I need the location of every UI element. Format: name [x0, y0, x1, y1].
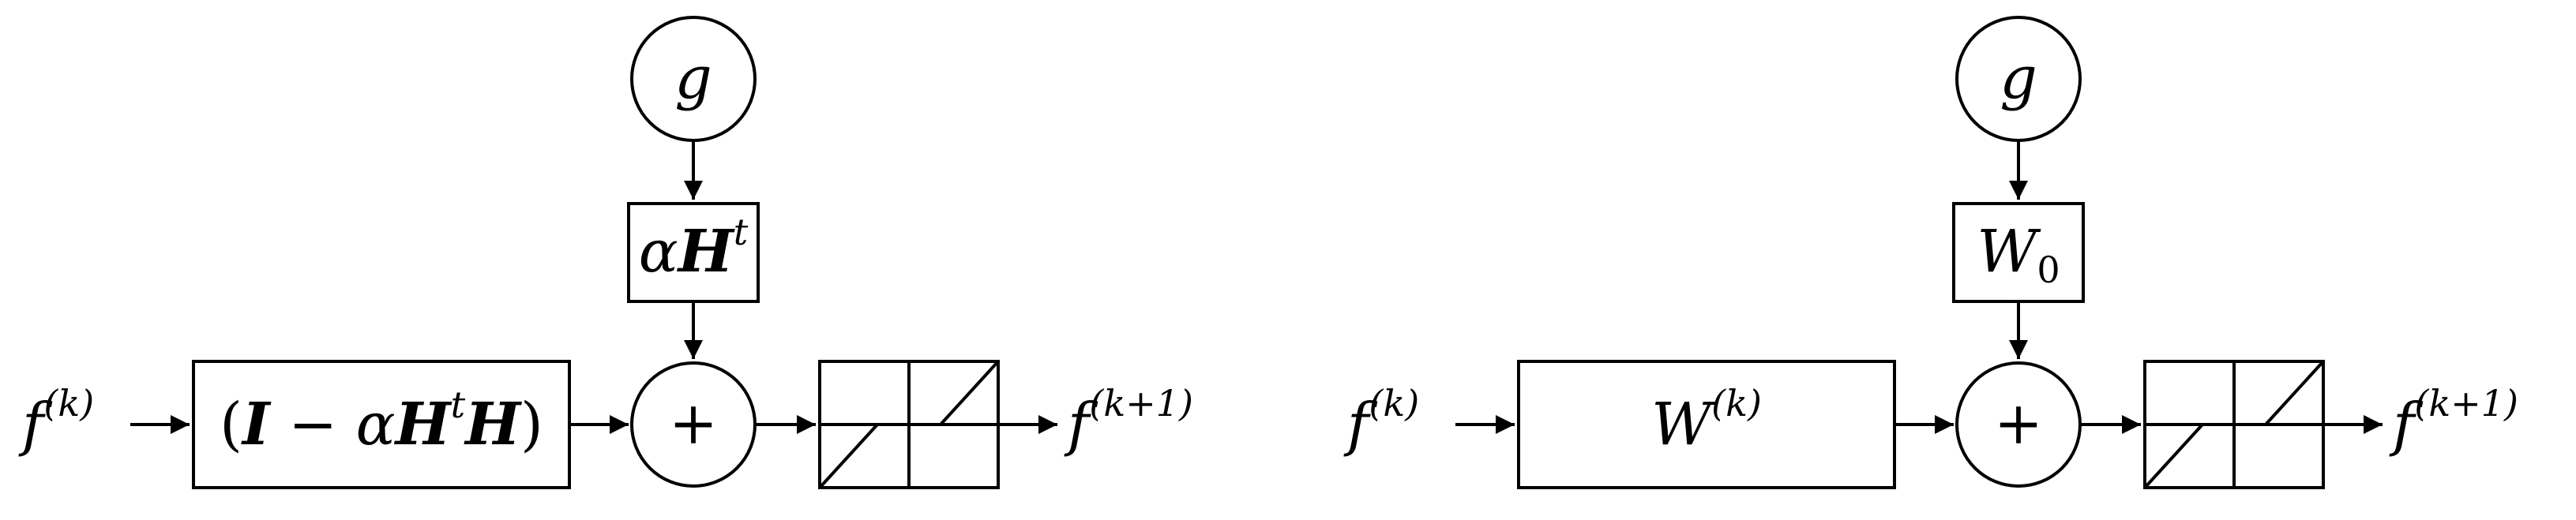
left-g-label: g [674, 44, 712, 112]
right-top-box-label: W0 [1977, 218, 2060, 291]
left-input-label: f(k) [18, 382, 94, 458]
right-sum-label: + [1994, 390, 2043, 458]
left-diagram: f(k) (I − αHtH) g αHt + f(k+1) [18, 16, 1193, 489]
left-operator-label: (I − αHtH) [220, 383, 543, 458]
right-g-label: g [2000, 44, 2037, 112]
left-activation-box [818, 360, 1000, 489]
right-diagram: f(k) W(k) g W0 + f(k+1) [1343, 16, 2518, 489]
right-output-label: f(k+1) [2389, 382, 2518, 458]
left-top-box-label: αHt [639, 211, 749, 286]
right-input-label: f(k) [1343, 382, 1419, 458]
right-activation-box [2143, 360, 2325, 489]
left-output-label: f(k+1) [1064, 382, 1193, 458]
right-operator-label: W(k) [1651, 382, 1762, 458]
left-sum-label: + [669, 390, 718, 458]
